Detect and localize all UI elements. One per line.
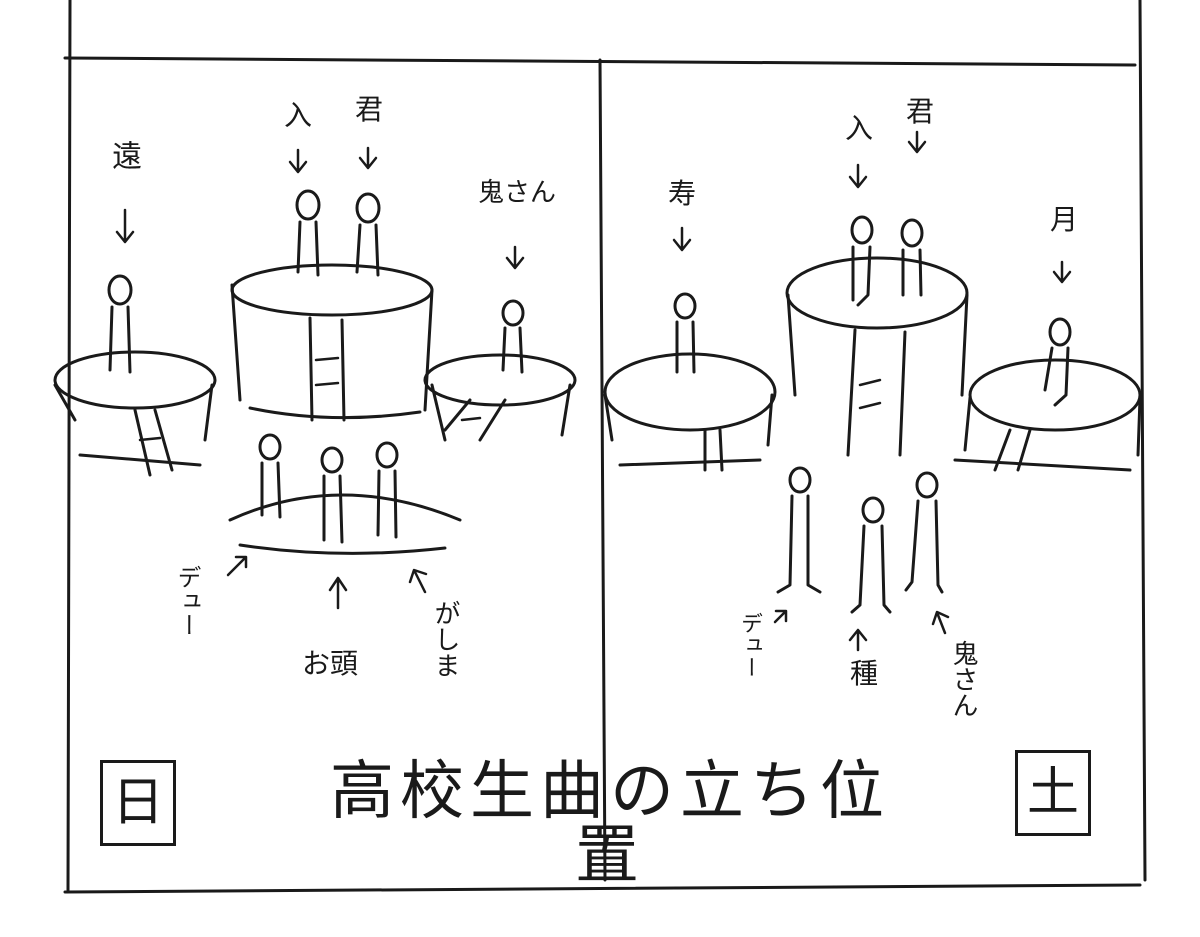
left-front-platform — [228, 493, 462, 555]
right-figures — [673, 215, 1072, 614]
right-stage-center — [785, 256, 969, 457]
panel-frame — [63, 0, 1147, 894]
left-box-char: 日 — [100, 760, 176, 846]
label-kotobuki: 寿 — [668, 177, 697, 210]
label-iri-right: 入 — [845, 112, 874, 145]
label-dyu-right: デュー — [737, 612, 762, 678]
label-iri-left: 入 — [284, 99, 313, 132]
label-oni-left: 鬼さん — [478, 178, 557, 208]
left-stage-right — [423, 353, 577, 442]
label-tane: 種 — [850, 657, 879, 690]
left-stage-center — [230, 263, 434, 422]
left-figures — [107, 189, 525, 544]
right-arrows — [672, 130, 1072, 652]
left-arrows — [115, 146, 525, 610]
page-title: 高校生曲の立ち位置 — [330, 755, 890, 893]
right-stage-right — [953, 358, 1142, 472]
right-stage-left — [603, 352, 777, 472]
label-dyu-left: デュー — [173, 565, 201, 637]
left-stage-left — [53, 350, 217, 477]
label-oni-right: 鬼さん — [948, 640, 978, 718]
label-tsuki: 月 — [1050, 203, 1079, 236]
right-box-char: 土 — [1015, 750, 1091, 836]
label-gashima: がしま — [430, 600, 460, 678]
label-kimi-right: 君 — [906, 95, 935, 128]
label-otou: お頭 — [302, 647, 359, 680]
label-tooku: 遠 — [106, 140, 141, 170]
label-kimi-left: 君 — [355, 93, 384, 126]
